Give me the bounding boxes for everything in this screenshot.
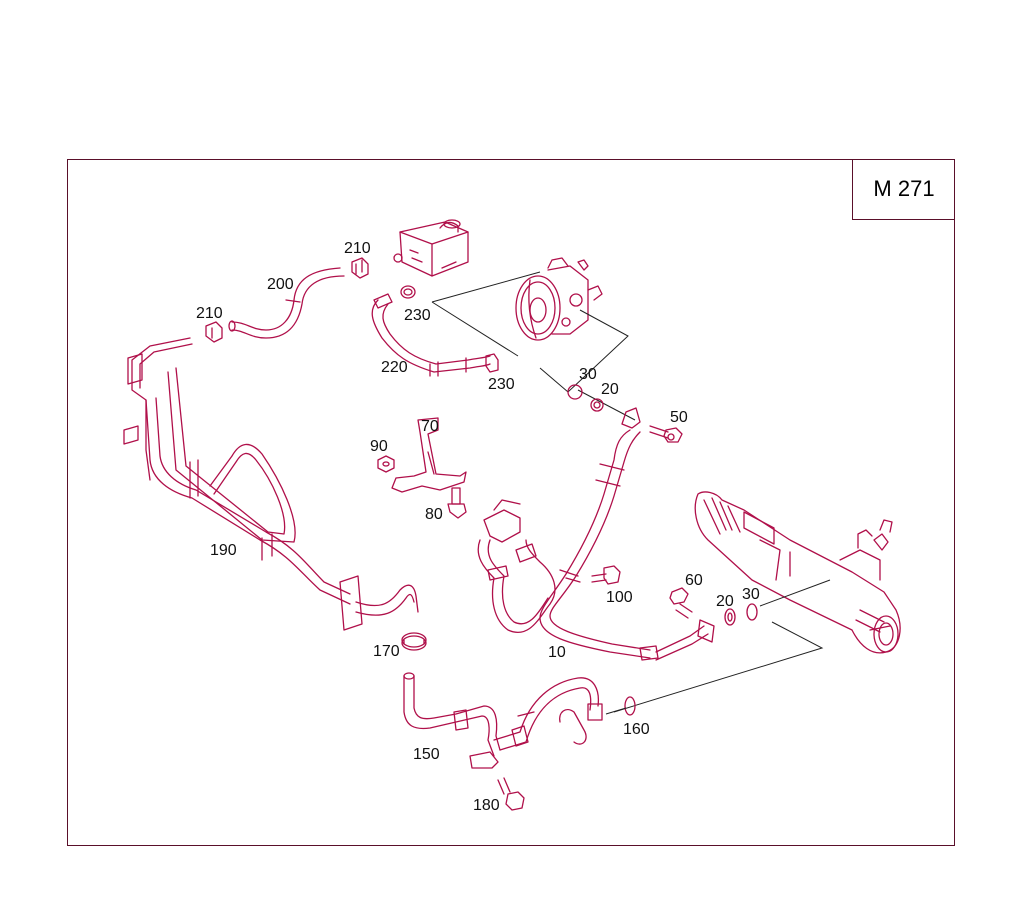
label-210-top: 210 xyxy=(344,240,371,257)
return-hose-150[interactable] xyxy=(403,672,603,769)
clamp-210-top[interactable] xyxy=(351,257,369,279)
diagram-frame xyxy=(67,159,955,846)
bolt-50[interactable] xyxy=(649,425,683,443)
bolt-80[interactable] xyxy=(447,487,467,519)
label-30-rack: 30 xyxy=(742,586,760,603)
label-200: 200 xyxy=(267,276,294,293)
seal-20-rack[interactable] xyxy=(724,608,736,626)
label-80: 80 xyxy=(425,506,443,523)
power-steering-pump[interactable] xyxy=(515,257,603,341)
label-230-bottom: 230 xyxy=(488,376,515,393)
leader-pump-box xyxy=(431,271,629,393)
clamp-230-bottom[interactable] xyxy=(485,353,499,373)
return-line[interactable] xyxy=(477,499,556,633)
label-210-left: 210 xyxy=(196,305,223,322)
bolt-100[interactable] xyxy=(591,565,621,585)
bolt-180[interactable] xyxy=(497,777,525,811)
label-90: 90 xyxy=(370,438,388,455)
label-70: 70 xyxy=(421,418,439,435)
leader-rack-seals xyxy=(613,579,831,713)
label-50: 50 xyxy=(670,409,688,426)
label-60: 60 xyxy=(685,572,703,589)
hose-220[interactable] xyxy=(371,293,491,377)
label-150: 150 xyxy=(413,746,440,763)
model-label: M 271 xyxy=(852,159,955,220)
bracket-70[interactable] xyxy=(391,417,467,493)
label-180: 180 xyxy=(473,797,500,814)
label-30-top: 30 xyxy=(579,366,597,383)
cooling-line-190[interactable] xyxy=(123,337,419,631)
label-220: 220 xyxy=(381,359,408,376)
nut-90[interactable] xyxy=(377,455,395,473)
label-100: 100 xyxy=(606,589,633,606)
clamp-210-left[interactable] xyxy=(205,321,223,343)
o-ring-160[interactable] xyxy=(624,696,636,716)
label-170: 170 xyxy=(373,643,400,660)
label-20-rack: 20 xyxy=(716,593,734,610)
reservoir[interactable] xyxy=(393,219,469,277)
seal-20-top[interactable] xyxy=(590,398,604,412)
steering-gear[interactable] xyxy=(694,491,901,654)
label-20-top: 20 xyxy=(601,381,619,398)
label-160: 160 xyxy=(623,721,650,738)
o-ring-30-top[interactable] xyxy=(567,384,583,400)
label-10: 10 xyxy=(548,644,566,661)
leader-160 xyxy=(605,707,627,715)
pressure-line-10[interactable] xyxy=(539,407,715,661)
label-190: 190 xyxy=(210,542,237,559)
clamp-170[interactable] xyxy=(401,632,427,651)
o-ring-30-rack[interactable] xyxy=(746,603,758,621)
clamp-230-top[interactable] xyxy=(400,285,416,299)
label-230-top: 230 xyxy=(404,307,431,324)
hose-200[interactable] xyxy=(228,267,345,339)
bolt-60[interactable] xyxy=(669,587,693,619)
